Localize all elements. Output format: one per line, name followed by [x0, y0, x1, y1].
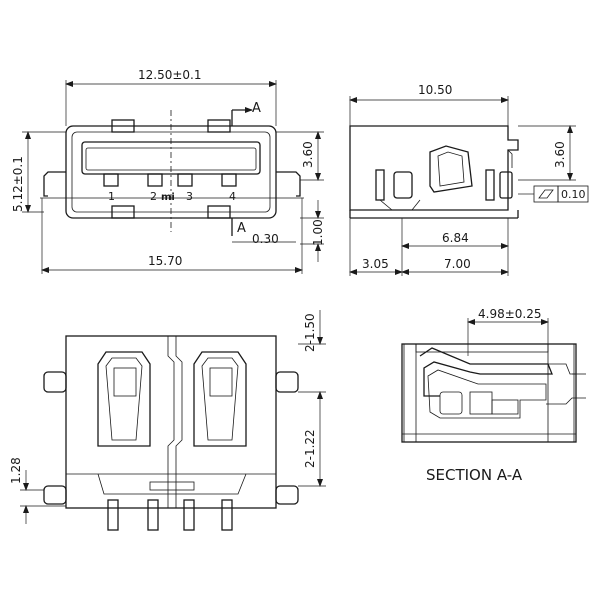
pin-label-3: 3 — [186, 190, 193, 203]
bottom-pin-1 — [107, 499, 119, 531]
flatness-frame: 0.10 — [518, 185, 589, 203]
bottom-spring-right — [193, 351, 247, 447]
pin-label-1: 1 — [108, 190, 115, 203]
front-dimensions: 12.50±0.1 5.12±0.1 3.60 1.00 0.30 15.70 — [11, 68, 325, 274]
dim-offset: 0.30 — [252, 232, 279, 246]
side-pad-right — [499, 171, 513, 199]
contact-2 — [147, 173, 163, 187]
section-title: SECTION A-A — [426, 466, 523, 484]
bottom-spring-left — [97, 351, 151, 447]
bottom-dimensions: 2-1.50 2-1.22 1.28 — [9, 310, 326, 524]
dim-width: 12.50±0.1 — [138, 68, 202, 82]
front-bottom-tab-left — [111, 205, 135, 219]
bottom-peg-tl — [43, 371, 67, 393]
front-foot-right — [276, 171, 301, 197]
side-dim-left: 3.05 — [362, 257, 389, 271]
side-dim-height: 3.60 — [553, 141, 567, 168]
pin-label-4: 4 — [229, 190, 236, 203]
front-bottom-tab-right — [207, 205, 231, 219]
side-peg-left — [375, 169, 385, 201]
bottom-pin-4 — [221, 499, 233, 531]
section-mark-top: A — [252, 101, 261, 116]
front-foot-left — [43, 171, 66, 197]
front-contacts — [103, 173, 237, 187]
bottom-dim-top: 2-1.50 — [303, 313, 317, 352]
bottom-dim-height: 1.28 — [9, 457, 23, 484]
bottom-shell — [65, 335, 277, 509]
section-mark-bottom: A — [237, 221, 246, 236]
bottom-peg-tr — [275, 371, 299, 393]
contact-4 — [221, 173, 237, 187]
side-dim-length: 10.50 — [418, 83, 452, 97]
section-dimensions: 4.98±0.25 SECTION A-A — [426, 307, 549, 484]
contact-3 — [177, 173, 193, 187]
section-outline — [401, 343, 577, 443]
bottom-view — [43, 335, 299, 531]
dim-overall: 15.70 — [148, 254, 182, 268]
side-dimensions: 10.50 3.60 0.10 6.84 3.05 7.00 — [349, 83, 589, 276]
side-view — [349, 125, 519, 219]
contact-1 — [103, 173, 119, 187]
side-dim-mid: 6.84 — [442, 231, 469, 245]
bottom-center-slot — [167, 336, 183, 508]
side-peg-right — [485, 169, 495, 201]
front-tab-left — [111, 119, 135, 133]
bottom-dim-mid: 2-1.22 — [303, 429, 317, 468]
section-spring — [419, 347, 553, 397]
section-view — [401, 343, 586, 443]
dim-foot: 1.00 — [311, 219, 325, 246]
dim-height: 5.12±0.1 — [11, 156, 25, 212]
pin-label-2: 2 — [150, 190, 157, 203]
side-peg-mid — [393, 171, 413, 199]
side-body — [349, 125, 519, 211]
front-view: 1 2 3 4 mi A A — [40, 101, 304, 236]
bottom-pin-3 — [183, 499, 195, 531]
side-spring-clip — [429, 145, 473, 193]
bottom-peg-br — [275, 485, 299, 505]
side-dim-flatness: 0.10 — [561, 188, 586, 201]
side-dim-right: 7.00 — [444, 257, 471, 271]
section-dim-width: 4.98±0.25 — [478, 307, 542, 321]
dim-depth: 3.60 — [301, 141, 315, 168]
logo-mark: mi — [161, 192, 175, 203]
front-tab-right — [207, 119, 231, 133]
bottom-peg-bl — [43, 485, 67, 505]
bottom-pin-2 — [147, 499, 159, 531]
